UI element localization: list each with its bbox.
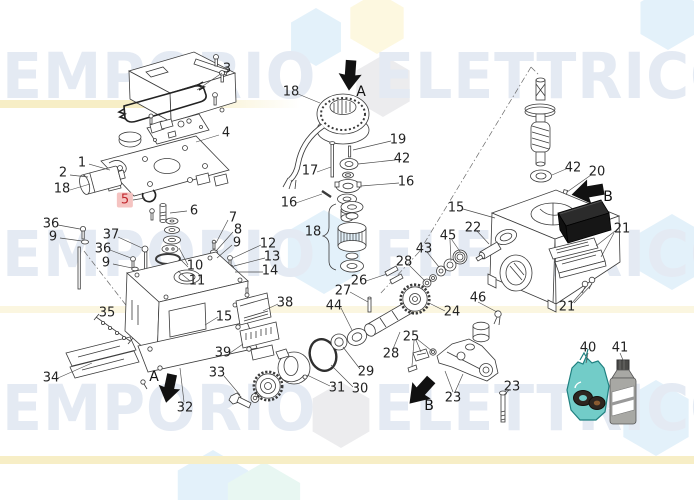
part-callout-1: 1 [77,155,87,171]
direction-label-A: A [149,369,159,385]
part-callout-15: 15 [447,200,465,216]
part-callout-28: 28 [382,346,400,362]
capacitor-part [79,165,126,195]
part-callout-42: 42 [564,160,582,176]
direction-label-B: B [603,189,613,205]
part-callout-30: 30 [351,381,369,397]
rubber-buffer-part [557,199,612,244]
wiring-harness-part [282,123,325,190]
release-hook-part [141,189,157,203]
stator-hardware [321,141,362,222]
part-callout-29: 29 [357,364,375,380]
part-callout-17: 17 [301,163,319,179]
pinion-shaft-part [364,283,431,337]
part-callout-44: 44 [325,298,343,314]
part-callout-40: 40 [579,340,597,356]
part-callout-13: 13 [263,249,281,265]
leader-lines [57,72,624,403]
spares-kit-part [566,348,610,421]
direction-label-A: A [356,84,366,100]
screw-set-35 [93,313,134,345]
bearing-29-part [330,333,348,351]
o-ring-part [308,338,338,372]
clamp-part [108,160,127,174]
rotor-part [337,201,367,273]
washer-stack [149,208,181,275]
mounting-plates-part [548,237,607,294]
part-callout-37: 37 [102,227,120,243]
part-callout-34: 34 [42,370,60,386]
part-callout-21: 21 [558,299,576,315]
part-callout-20: 20 [588,164,606,180]
part-callout-25: 25 [402,329,420,345]
watermark-brand-right: ELETTRICO [374,40,694,113]
part-callout-6: 6 [189,203,199,219]
part-callout-23: 23 [503,379,521,395]
part-callout-8: 8 [233,222,243,238]
brace-18 [321,203,337,271]
part-callout-18: 18 [304,224,322,240]
gasket-zigzag [196,81,206,91]
part-callout-18: 18 [282,84,300,100]
clutch-bell-part [275,348,311,385]
worm-shaft-part [524,77,568,199]
foundation-bracket-part [65,336,148,390]
part-callout-9: 9 [101,255,111,271]
part-callout-38: 38 [276,295,294,311]
part-callout-39: 39 [214,345,232,361]
part-callout-32: 32 [176,400,194,416]
part-callout-19: 19 [389,132,407,148]
part-callout-15: 15 [215,309,233,325]
bottom-plate-part [137,321,258,373]
part-callout-33: 33 [208,365,226,381]
part-callout-4: 4 [221,125,231,141]
stator-part [316,93,370,145]
part-callout-12: 12 [259,236,277,252]
part-callout-26: 26 [350,273,368,289]
part-callout-14: 14 [261,263,279,279]
direction-label-B: B [424,398,434,414]
part-callout-36: 36 [42,216,60,232]
part-callout-18: 18 [53,181,71,197]
shaft-washers [422,249,468,288]
part-callout-27: 27 [334,283,352,299]
part-callout-23: 23 [444,390,462,406]
pivot-pin-part [475,241,502,262]
drive-gear-part [252,370,284,402]
part-callout-43: 43 [415,241,433,257]
part-callout-11: 11 [188,273,206,289]
part-callout-36: 36 [94,241,112,257]
part-callout-46: 46 [469,290,487,306]
part-callout-2: 2 [58,165,68,181]
part-callout-45: 45 [439,228,457,244]
part-callout-3: 3 [222,61,232,77]
pin-part [159,203,167,223]
part-callout-42: 42 [393,151,411,167]
part-callout-41: 41 [611,340,629,356]
part-callout-31: 31 [328,380,346,396]
part-callout-21: 21 [613,221,631,237]
part-callout-16: 16 [397,174,415,190]
part-callout-16: 16 [280,195,298,211]
part-callout-28: 28 [395,254,413,270]
board-part [118,113,210,148]
gasket-zigzag [117,108,127,120]
part-callout-5: 5 [116,192,134,208]
key-pins [346,265,502,346]
part-callout-9: 9 [232,235,242,251]
grease-bottle-part [609,359,637,425]
part-callout-10: 10 [186,258,204,274]
watermark-band [0,306,694,313]
part-callout-22: 22 [464,220,482,236]
part-callout-7: 7 [228,210,238,226]
part-callout-24: 24 [443,304,461,320]
limit-plate-part [235,287,280,361]
part-callout-35: 35 [98,305,116,321]
part-callout-9: 9 [48,229,58,245]
watermark-band [0,456,694,464]
